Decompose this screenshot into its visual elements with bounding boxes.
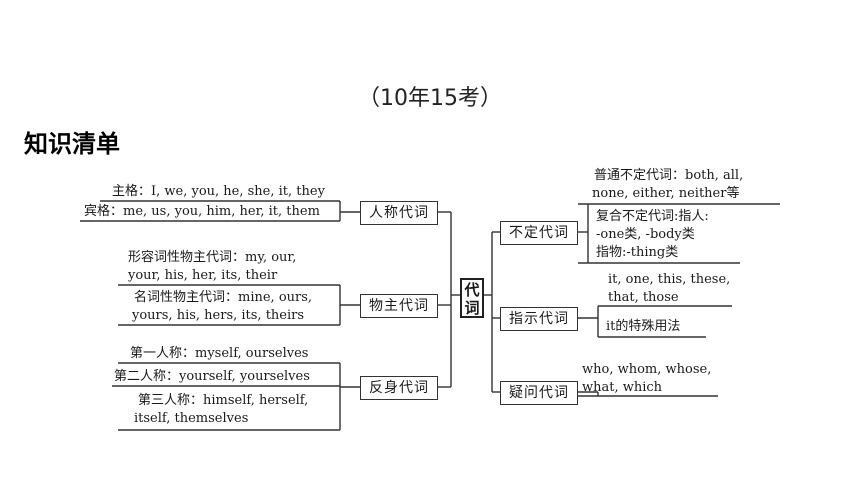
- node-interrogative-pronoun: 疑问代词: [500, 381, 578, 405]
- interrogative-words-line1: who, whom, whose,: [582, 362, 712, 377]
- node-reflexive-pronoun: 反身代词: [360, 376, 438, 400]
- interrogative-words-line2: what, which: [582, 380, 663, 395]
- node-personal-pronoun: 人称代词: [360, 201, 438, 225]
- reflexive-second-person: 第二人称：yourself, yourselves: [114, 369, 310, 384]
- center-label-bottom: 词: [464, 299, 480, 317]
- compound-indefinite-line3: 指物:-thing类: [596, 245, 679, 260]
- noun-possessive-line1: 名词性物主代词：mine, ours,: [134, 290, 313, 305]
- node-possessive-pronoun: 物主代词: [360, 294, 438, 318]
- center-node-pronoun: 代 词: [460, 278, 484, 318]
- common-indefinite-line1: 普通不定代词：both, all,: [594, 168, 744, 183]
- adjective-possessive-line1: 形容词性物主代词：my, our,: [128, 250, 297, 265]
- section-title: 知识清单: [24, 130, 120, 158]
- header-exam-frequency: （10年15考）: [358, 86, 502, 111]
- node-demonstrative-pronoun: 指示代词: [500, 307, 578, 331]
- it-special-usage: it的特殊用法: [606, 319, 681, 334]
- node-indefinite-pronoun: 不定代词: [500, 221, 578, 245]
- compound-indefinite-line1: 复合不定代词:指人:: [596, 209, 709, 224]
- center-label-top: 代: [464, 281, 480, 299]
- personal-subject-case: 主格：I, we, you, he, she, it, they: [112, 184, 325, 199]
- demonstrative-words-line2: that, those: [608, 290, 679, 305]
- adjective-possessive-line2: your, his, her, its, their: [128, 268, 278, 283]
- personal-object-case: 宾格：me, us, you, him, her, it, them: [84, 204, 320, 219]
- common-indefinite-line2: none, either, neither等: [592, 186, 740, 201]
- noun-possessive-line2: yours, his, hers, its, theirs: [132, 308, 305, 323]
- compound-indefinite-line2: -one类, -body类: [596, 227, 695, 242]
- reflexive-third-person-line2: itself, themselves: [134, 411, 249, 426]
- reflexive-first-person: 第一人称：myself, ourselves: [130, 346, 309, 361]
- reflexive-third-person-line1: 第三人称：himself, herself,: [138, 393, 309, 408]
- demonstrative-words-line1: it, one, this, these,: [608, 272, 731, 287]
